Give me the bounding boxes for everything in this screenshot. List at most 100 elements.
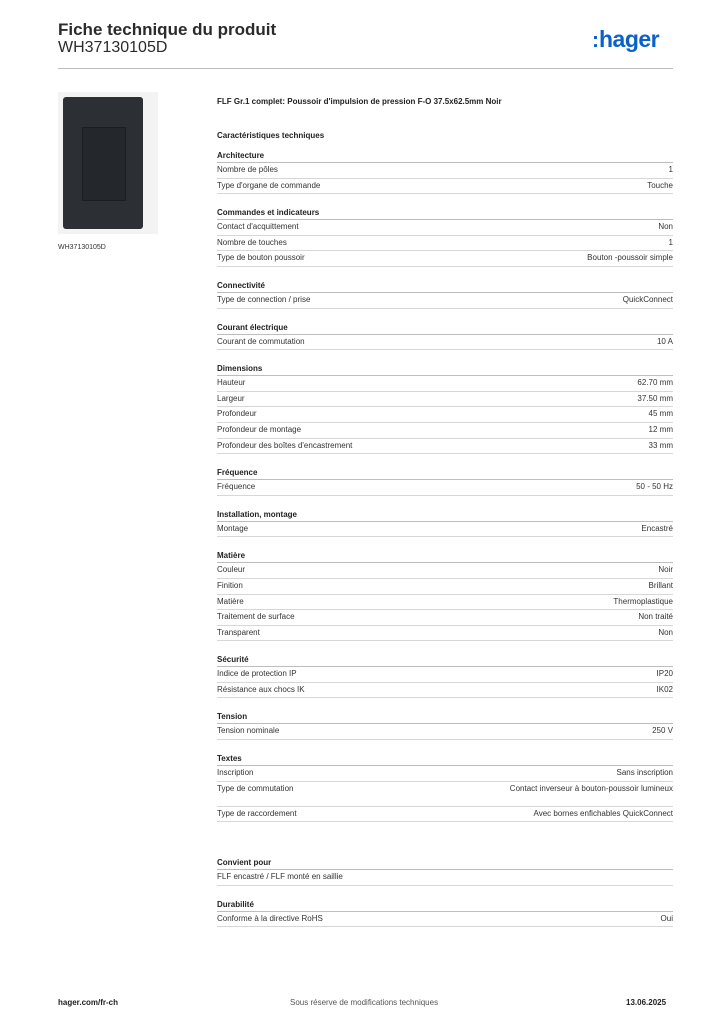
group-spacer <box>217 698 673 708</box>
spec-row: Nombre de touches 1 <box>217 236 673 252</box>
spec-row: Matière Thermoplastique <box>217 595 673 611</box>
group-title: Matière <box>217 547 673 564</box>
spec-value: IP20 <box>656 669 673 679</box>
product-image <box>58 92 158 234</box>
group-title: Fréquence <box>217 464 673 481</box>
spec-label: Profondeur des boîtes d'encastrement <box>217 440 353 450</box>
hager-logo: :hager <box>592 26 660 52</box>
spec-value: QuickConnect <box>622 294 673 304</box>
spec-value: Non traité <box>638 612 673 622</box>
spec-label: Finition <box>217 580 243 590</box>
spec-row: Profondeur de montage 12 mm <box>217 423 673 439</box>
group-title: Tension <box>217 708 673 725</box>
group-spacer <box>217 496 673 506</box>
spec-value: Oui <box>660 913 673 923</box>
spec-row: Fréquence 50 - 50 Hz <box>217 480 673 496</box>
group-title: Textes <box>217 750 673 767</box>
spec-row: Traitement de surface Non traité <box>217 610 673 626</box>
spec-row: Type de raccordement Avec bornes enfichab… <box>217 807 673 823</box>
group-spacer <box>217 537 673 547</box>
spec-value: 62.70 mm <box>637 378 673 388</box>
footer-notice: Sous réserve de modifications techniques <box>290 998 439 1007</box>
spec-value: 50 - 50 Hz <box>636 482 673 492</box>
spec-label: Traitement de surface <box>217 612 295 622</box>
spec-value: Non <box>658 627 673 637</box>
spec-label: Transparent <box>217 627 260 637</box>
spec-label: Matière <box>217 596 244 606</box>
spec-label: Résistance aux chocs IK <box>217 684 305 694</box>
spec-row: Type de connection / prise QuickConnect <box>217 293 673 309</box>
spec-value: 45 mm <box>648 409 673 419</box>
spec-value: 1 <box>668 237 673 247</box>
push-button-rocker <box>82 127 126 201</box>
spec-label: Courant de commutation <box>217 336 305 346</box>
spec-label: Indice de protection IP <box>217 669 297 679</box>
spec-value: Thermoplastique <box>613 596 673 606</box>
spec-value: Touche <box>647 180 673 190</box>
group-spacer <box>217 641 673 651</box>
group-spacer <box>217 350 673 360</box>
footer-date: 13.06.2025 <box>626 998 667 1007</box>
spec-label: Tension nominale <box>217 726 280 736</box>
group-spacer <box>217 740 673 750</box>
spec-row: Tension nominale 250 V <box>217 724 673 741</box>
spec-value: 12 mm <box>648 424 673 434</box>
spec-row: Résistance aux chocs IK IK02 <box>217 683 673 699</box>
group-title: Convient pour <box>217 854 673 871</box>
group-title: Dimensions <box>217 360 673 377</box>
spec-label: Profondeur <box>217 409 257 419</box>
group-title: Architecture <box>217 147 673 163</box>
spec-label: Type de bouton poussoir <box>217 253 305 263</box>
spec-label: Montage <box>217 523 249 533</box>
spec-value: Non <box>658 222 673 232</box>
group-spacer <box>217 194 673 204</box>
spec-value: Noir <box>658 565 673 575</box>
header-divider <box>58 68 673 69</box>
group-spacer <box>217 267 673 277</box>
spec-row: Couleur Noir <box>217 563 673 579</box>
group-spacer <box>217 886 673 896</box>
spec-label: Type de connection / prise <box>217 294 311 304</box>
spec-value: 1 <box>668 165 673 174</box>
spec-label: Fréquence <box>217 482 256 492</box>
spec-label: Profondeur de montage <box>217 424 302 434</box>
group-title: Commandes et indicateurs <box>217 204 673 221</box>
product-reference: WH37130105D <box>58 39 168 56</box>
group-title: Installation, montage <box>217 506 673 522</box>
spec-row: FLF encastré / FLF monté en saillie <box>217 870 673 886</box>
group-title: Sécurité <box>217 651 673 668</box>
group-title: Durabilité <box>217 896 673 912</box>
spec-row: Indice de protection IP IP20 <box>217 667 673 683</box>
group-title: Connectivité <box>217 277 673 293</box>
image-caption: WH37130105D <box>58 244 106 251</box>
spec-label: Couleur <box>217 565 246 575</box>
spec-label: Nombre de pôles <box>217 165 278 174</box>
spec-row: Type d'organe de commande Touche <box>217 179 673 195</box>
spec-row: Montage Encastré <box>217 522 673 538</box>
spec-label: Type de raccordement <box>217 808 297 818</box>
page-title: Fiche technique du produit <box>58 20 277 39</box>
spec-value: Sans inscription <box>616 768 673 778</box>
footer-website[interactable]: hager.com/fr-ch <box>58 998 119 1007</box>
spec-label: Type de commutation <box>217 783 294 793</box>
spec-value: Encastré <box>641 523 673 533</box>
spec-label: Conforme à la directive RoHS <box>217 913 323 923</box>
spec-label: Nombre de touches <box>217 237 287 247</box>
spec-value: IK02 <box>656 684 673 694</box>
spec-label: FLF encastré / FLF monté en saillie <box>217 872 343 882</box>
spec-value: 250 V <box>652 726 673 736</box>
spec-label: Type d'organe de commande <box>217 180 321 190</box>
spec-row: Nombre de pôles 1 <box>217 163 673 179</box>
group-spacer <box>217 309 673 319</box>
spec-row: Profondeur 45 mm <box>217 407 673 423</box>
spec-value: Avec bornes enfichables QuickConnect <box>533 808 674 818</box>
spec-label: Contact d'acquittement <box>217 222 299 232</box>
spec-row: Transparent Non <box>217 626 673 642</box>
